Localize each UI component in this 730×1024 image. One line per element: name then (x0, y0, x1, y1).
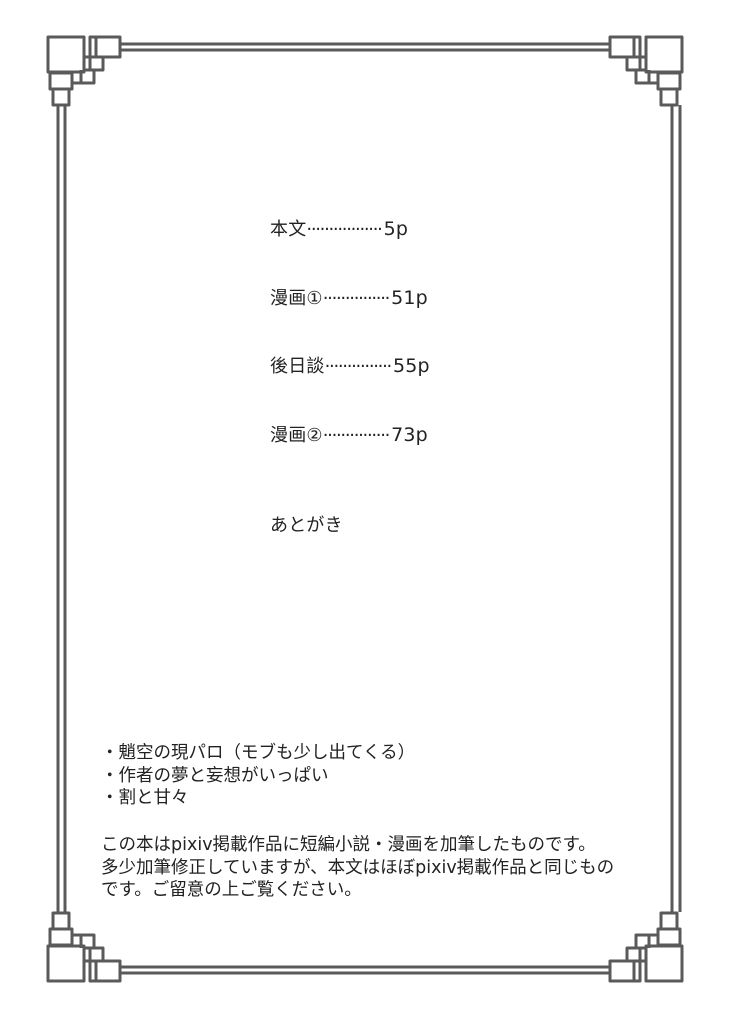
publication-note-line: です。ご留意の上ご覧ください。 (101, 880, 362, 900)
notes-bullet-item: ・作者の夢と妄想がいっぱい (101, 765, 329, 786)
notes-bullet-item: ・割と甘々 (101, 788, 189, 808)
toc-item-page: 5p (383, 218, 409, 240)
toc-item-afterword: あとがき (270, 515, 343, 537)
toc-item-honbun: 本文·················5p (270, 218, 408, 241)
toc-item-page: 73p (391, 424, 428, 446)
toc-item-label: 本文 (270, 219, 307, 240)
publication-note-line: この本はpixiv掲載作品に短編小説・漫画を加筆したものです。 (101, 835, 596, 855)
publication-note-line: 多少加筆修正していますが、本文はほぼpixiv掲載作品と同じもの (101, 857, 615, 878)
toc-item-manga-2: 漫画②···············73p (270, 424, 428, 447)
toc-item-page: 51p (391, 287, 428, 309)
toc-item-manga-1: 漫画①···············51p (270, 287, 428, 310)
toc-item-label: 漫画① (270, 288, 323, 309)
toc-item-label: あとがき (270, 515, 343, 536)
toc-leader-dots: ················· (306, 219, 382, 240)
toc-item-epilogue: 後日談···············55p (270, 355, 430, 378)
toc-leader-dots: ··············· (322, 425, 391, 446)
notes-bullet-item: ・魈空の現パロ（モブも少し出てくる） (101, 743, 416, 763)
toc-item-label: 後日談 (270, 356, 325, 377)
corner-ornament-top-left (46, 35, 122, 107)
toc-leader-dots: ··············· (322, 288, 391, 309)
notes-bullet-list: ・魈空の現パロ（モブも少し出てくる） ・作者の夢と妄想がいっぱい ・割と甘々 (101, 742, 415, 810)
corner-ornament-bottom-left (46, 911, 122, 983)
toc-item-label: 漫画② (270, 425, 323, 446)
toc-leader-dots: ··············· (324, 356, 393, 377)
toc-item-page: 55p (392, 355, 430, 377)
corner-ornament-bottom-right (608, 911, 684, 983)
publication-note: この本はpixiv掲載作品に短編小説・漫画を加筆したものです。 多少加筆修正して… (101, 834, 614, 902)
corner-ornament-top-right (608, 35, 684, 107)
content-notes: ・魈空の現パロ（モブも少し出てくる） ・作者の夢と妄想がいっぱい ・割と甘々 (101, 742, 415, 810)
